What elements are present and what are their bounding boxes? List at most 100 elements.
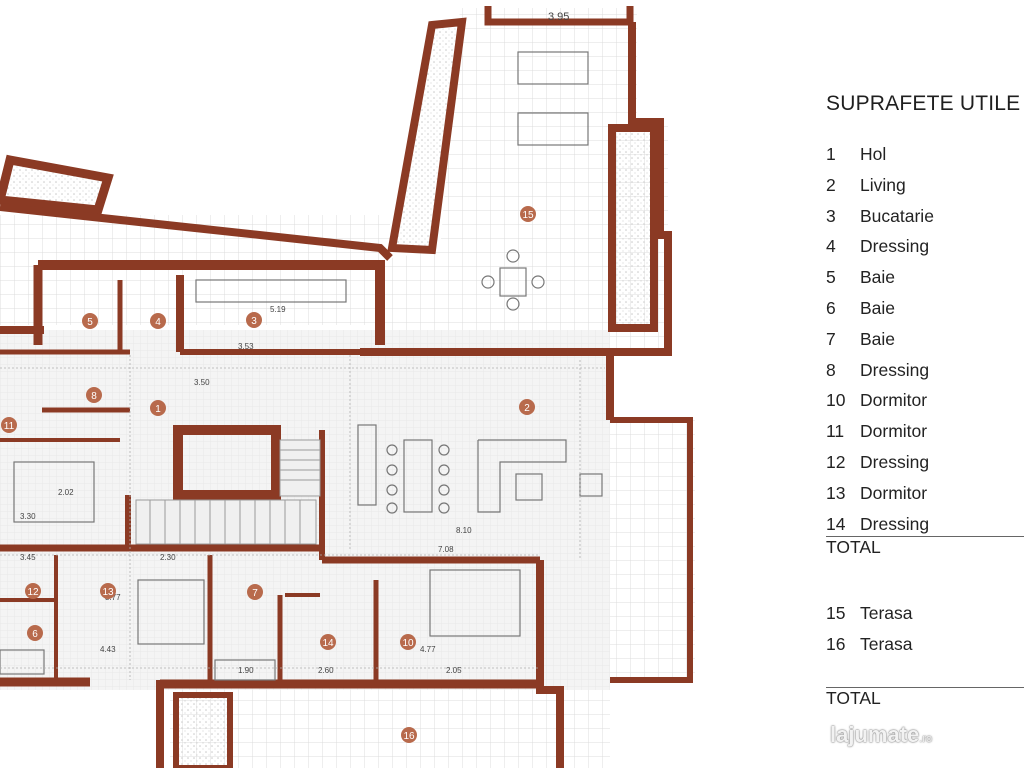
dim-label: 3.30	[20, 512, 36, 521]
dim-label: 4.77	[420, 645, 436, 654]
legend-title: SUPRAFETE UTILE	[826, 92, 1021, 115]
room-number: 16	[826, 634, 846, 655]
room-markers: 1 2 3 4 5 6 7 8 10 11 12 13 14 15 16	[1, 206, 536, 743]
total-label: TOTAL	[826, 686, 1024, 714]
room-number: 3	[826, 205, 836, 226]
dim-label: 4.43	[100, 645, 116, 654]
room-number: 7	[826, 328, 836, 349]
room-number: 10	[826, 390, 846, 411]
room-name: Dormitor	[860, 421, 928, 442]
svg-text:15: 15	[522, 210, 534, 221]
room-number: 13	[826, 482, 846, 503]
room-marker: 1	[150, 400, 166, 416]
room-name: Baie	[860, 297, 896, 318]
dim-label: 1.90	[238, 666, 254, 675]
room-marker: 4	[150, 313, 166, 329]
room-name: Living	[860, 174, 906, 195]
dim-label: 3.77	[105, 593, 121, 602]
room-row: 7 Baie	[826, 329, 1024, 360]
dim-label: 2.05	[446, 666, 462, 675]
dim-label: 5.19	[270, 305, 286, 314]
room-name: Dressing	[860, 513, 930, 534]
planter-south	[173, 692, 233, 768]
room-row: 11 Dormitor	[826, 421, 1024, 452]
room-row: 2 Living	[826, 175, 1024, 206]
room-marker: 16	[401, 727, 417, 743]
svg-text:8: 8	[91, 391, 97, 402]
terrace-east-area	[600, 420, 695, 680]
dim-label: 7.08	[438, 545, 454, 554]
room-marker: 11	[1, 417, 17, 433]
svg-text:1: 1	[155, 404, 161, 415]
svg-text:6: 6	[32, 629, 38, 640]
room-marker: 14	[320, 634, 336, 650]
room-number: 14	[826, 513, 846, 534]
room-name: Terasa	[860, 634, 913, 655]
dim-label: 3.53	[238, 342, 254, 351]
room-marker: 3	[246, 312, 262, 328]
furniture	[0, 51, 603, 681]
dim-label: 2.02	[58, 488, 74, 497]
room-number: 11	[826, 421, 845, 442]
room-number: 2	[826, 174, 836, 195]
room-marker: 6	[27, 625, 43, 641]
room-marker: 2	[519, 399, 535, 415]
room-marker: 8	[86, 387, 102, 403]
room-row: 14 Dressing	[826, 514, 1024, 545]
room-marker: 10	[400, 634, 416, 650]
planter-north	[387, 17, 467, 255]
room-marker: 13	[100, 583, 116, 599]
site-watermark: lajumate.ro	[830, 722, 932, 748]
spacer	[826, 563, 1024, 603]
room-number: 12	[826, 451, 846, 472]
watermark-suffix: .ro	[919, 733, 933, 745]
svg-text:16: 16	[403, 731, 415, 742]
room-number: 4	[826, 236, 836, 257]
exterior-walls	[0, 6, 693, 768]
interior-walls	[0, 275, 540, 684]
room-name: Dormitor	[860, 482, 928, 503]
planter-northwest	[0, 154, 114, 215]
room-number: 5	[826, 267, 836, 288]
room-marker: 5	[82, 313, 98, 329]
watermark-site: lajumate	[830, 722, 920, 747]
room-row: 4 Dressing	[826, 236, 1024, 267]
room-row: 16 Terasa	[826, 634, 1024, 665]
svg-text:4: 4	[155, 317, 161, 328]
planter-east	[608, 124, 658, 332]
dim-label: 3.95	[548, 11, 569, 23]
room-name: Hol	[860, 144, 887, 164]
svg-text:14: 14	[322, 638, 334, 649]
room-marker: 7	[247, 584, 263, 600]
terrace-15-area	[380, 8, 668, 350]
dimension-labels: 3.95 3.30 5.19 3.53 3.50 8.10 7.08 4.43 …	[20, 11, 569, 675]
svg-text:13: 13	[102, 587, 114, 598]
dim-label: 3.45	[20, 553, 36, 562]
svg-text:5: 5	[87, 317, 93, 328]
dimension-lines	[0, 355, 605, 680]
room-name: Terasa	[860, 603, 913, 624]
floor-plan: 3.95 3.30 5.19 3.53 3.50 8.10 7.08 4.43 …	[0, 6, 695, 768]
svg-text:12: 12	[27, 587, 39, 598]
svg-text:11: 11	[4, 421, 15, 432]
room-row: 10 Dormitor	[826, 390, 1024, 421]
svg-text:7: 7	[252, 588, 258, 599]
room-number: 15	[826, 603, 846, 624]
room-name: Dressing	[860, 236, 930, 257]
terrace-16-area	[170, 690, 610, 768]
svg-text:2: 2	[524, 403, 530, 414]
svg-text:10: 10	[402, 638, 414, 649]
room-row: 15 Terasa	[826, 603, 1024, 634]
dim-label: 8.10	[456, 526, 472, 535]
room-name: Baie	[860, 328, 896, 349]
room-number: 8	[826, 359, 836, 380]
room-row: 12 Dressing	[826, 452, 1024, 483]
room-name: Dormitor	[860, 390, 928, 411]
room-name: Dressing	[860, 451, 930, 472]
